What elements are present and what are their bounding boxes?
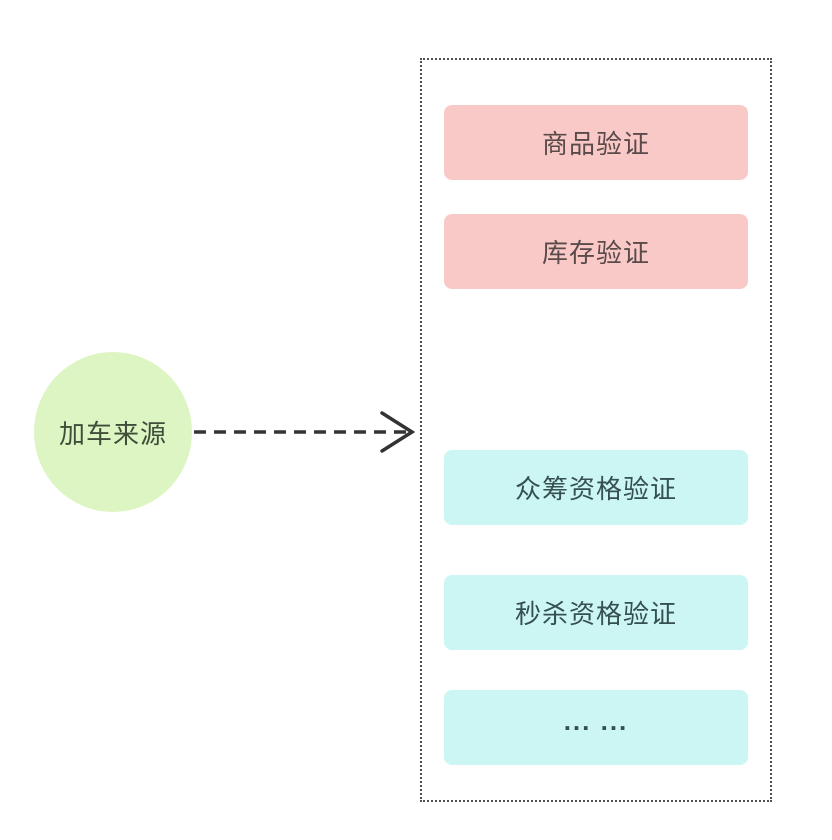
validation-box-product: 商品验证 <box>444 105 748 180</box>
validation-box-label: ... ... <box>563 706 629 737</box>
validation-box-label: 秒杀资格验证 <box>514 599 677 629</box>
dashed-arrow <box>194 411 416 453</box>
validation-box-crowdfunding: 众筹资格验证 <box>444 450 748 525</box>
validation-panel: 商品验证 库存验证 众筹资格验证 秒杀资格验证 ... ... <box>420 58 772 802</box>
validation-box-flashsale: 秒杀资格验证 <box>444 575 748 650</box>
validation-box-label: 库存验证 <box>541 238 650 268</box>
arrowhead-icon <box>380 411 416 453</box>
source-node: 加车来源 <box>34 352 192 512</box>
validation-box-inventory: 库存验证 <box>444 214 748 289</box>
validation-box-label: 众筹资格验证 <box>514 474 677 504</box>
validation-box-label: 商品验证 <box>541 129 650 159</box>
source-node-label: 加车来源 <box>58 418 167 449</box>
validation-box-more: ... ... <box>444 690 748 765</box>
